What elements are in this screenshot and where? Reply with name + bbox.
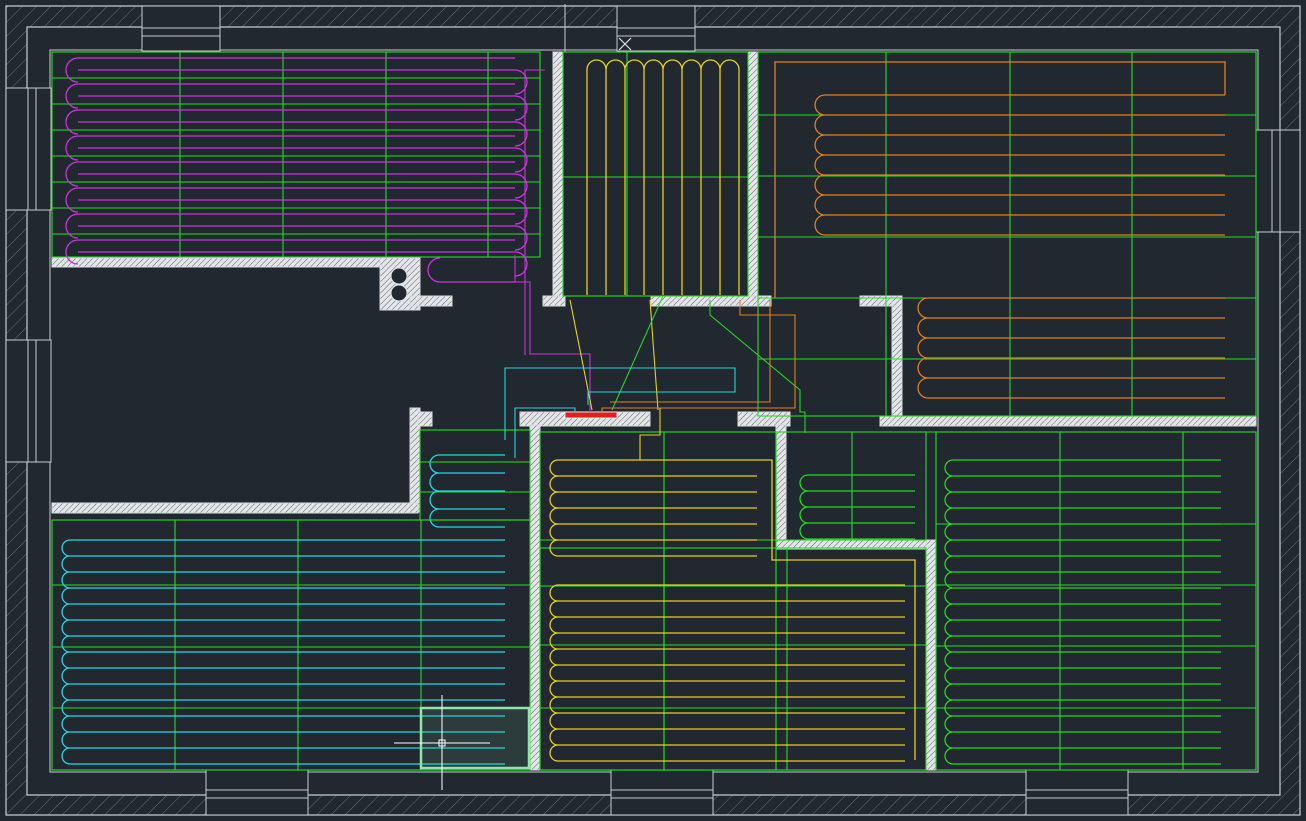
grid-lines <box>51 51 1257 771</box>
grid-frame <box>757 51 1257 417</box>
grid-frame <box>562 51 749 297</box>
fixture-circle <box>390 284 408 302</box>
outer-walls <box>5 5 1301 816</box>
magenta-loop <box>65 239 79 265</box>
yellow-bottom-circuit <box>549 584 905 762</box>
magenta-loop <box>65 109 79 135</box>
orange-feed <box>774 61 1226 298</box>
pipe-loops <box>61 57 1226 765</box>
magenta-loop <box>514 95 528 121</box>
orange-circuit <box>814 94 1225 236</box>
magenta-loop <box>427 257 515 283</box>
windows <box>5 5 1301 816</box>
magenta-loop <box>65 83 79 109</box>
cyan-circuit <box>429 454 505 528</box>
manifold[interactable] <box>564 411 618 419</box>
grid-frame <box>539 547 927 771</box>
magenta-loop <box>514 121 528 147</box>
magenta-loop <box>65 57 79 83</box>
crosshair-cursor-icon <box>394 695 490 790</box>
inner-walls <box>51 51 1257 771</box>
yellow-bottom-circuit <box>549 459 757 557</box>
grid-frame <box>51 519 531 771</box>
door-marker-icon <box>618 37 632 51</box>
magenta-loop <box>514 173 528 199</box>
magenta-loop <box>514 69 528 95</box>
supply-lines <box>504 69 940 460</box>
magenta-loop <box>65 213 79 239</box>
grid-frame <box>775 431 927 541</box>
magenta-loop <box>514 147 528 173</box>
magenta-loop <box>65 187 79 213</box>
green-circuit <box>944 459 1221 765</box>
magenta-circuit <box>78 57 515 253</box>
orange-circuit <box>917 297 1225 399</box>
fixture-circle <box>390 267 408 285</box>
grid-frame <box>51 51 541 258</box>
magenta-loop <box>514 251 528 277</box>
grid-frame <box>935 431 1257 771</box>
magenta-loop <box>514 225 528 251</box>
grid-frame <box>419 429 531 521</box>
selection-box[interactable] <box>419 706 531 770</box>
magenta-loop <box>65 161 79 187</box>
yellow-top-circuit <box>586 59 740 295</box>
green-circuit <box>799 474 915 540</box>
yellow-feed <box>757 459 916 760</box>
cyan-circuit <box>61 539 505 765</box>
magenta-loop <box>514 199 528 225</box>
magenta-loop <box>65 135 79 161</box>
